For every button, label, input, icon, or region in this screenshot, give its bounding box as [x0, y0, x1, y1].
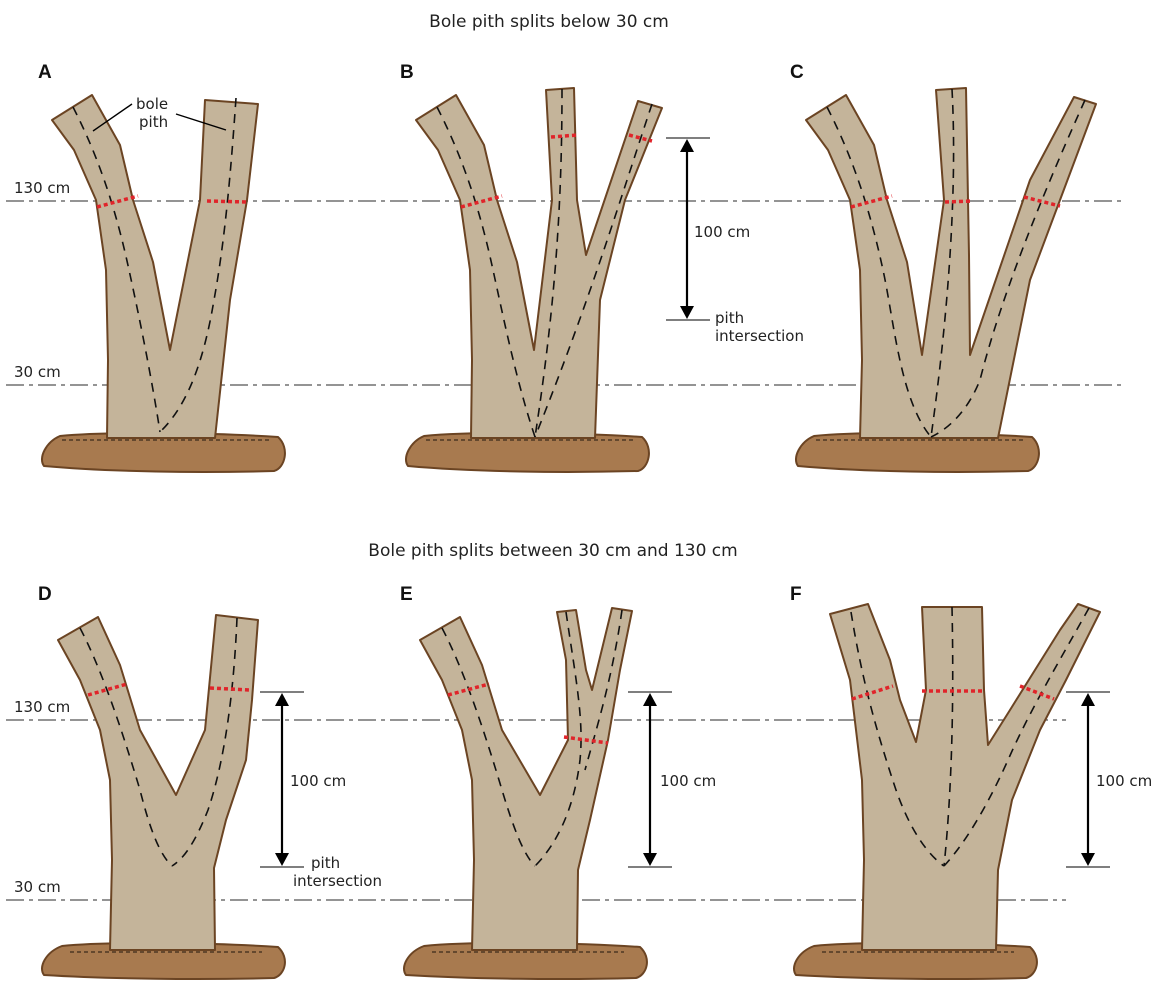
trunk	[830, 604, 1100, 950]
arrow-head-down	[680, 306, 694, 319]
arrow-head-down	[1081, 853, 1095, 866]
panel-b: B 100 cm pith intersection	[400, 62, 804, 472]
panel-a: A bole pith	[38, 62, 285, 472]
panel-label-c: C	[790, 62, 804, 83]
height-label-30cm-top: 30 cm	[14, 363, 61, 381]
arrow-head-up	[275, 693, 289, 706]
panel-label-d: D	[38, 584, 52, 605]
bottom-row-title: Bole pith splits between 30 cm and 130 c…	[368, 541, 737, 561]
panel-label-b: B	[400, 62, 414, 83]
height-label-130cm-bottom: 130 cm	[14, 698, 70, 716]
callout-bole: bole	[136, 95, 168, 113]
panel-label-e: E	[400, 584, 413, 605]
arrow-head-up	[1081, 693, 1095, 706]
pith-intersection-label-1: pith	[311, 854, 340, 872]
distance-label: 100 cm	[694, 223, 750, 241]
panel-label-f: F	[790, 584, 802, 605]
pith-intersection-label-2: intersection	[715, 327, 804, 345]
height-label-130cm-top: 130 cm	[14, 179, 70, 197]
panel-c: C	[790, 62, 1096, 472]
distance-label: 100 cm	[1096, 772, 1152, 790]
distance-label: 100 cm	[290, 772, 346, 790]
distance-label: 100 cm	[660, 772, 716, 790]
pith-intersection-label-1: pith	[715, 309, 744, 327]
panel-f: F 100 cm	[790, 584, 1152, 979]
height-label-30cm-bottom: 30 cm	[14, 878, 61, 896]
pith-intersection-label-2: intersection	[293, 872, 382, 890]
panel-label-a: A	[38, 62, 52, 83]
callout-pith: pith	[139, 113, 168, 131]
panel-e: E 100 cm	[400, 584, 716, 979]
panel-d: D 100 cm pith intersection	[38, 584, 382, 979]
trunk	[52, 95, 258, 438]
arrow-head-up	[643, 693, 657, 706]
arrow-head-down	[275, 853, 289, 866]
arrow-head-up	[680, 139, 694, 152]
trunk	[420, 608, 632, 950]
top-row-title: Bole pith splits below 30 cm	[429, 12, 669, 32]
arrow-head-down	[643, 853, 657, 866]
